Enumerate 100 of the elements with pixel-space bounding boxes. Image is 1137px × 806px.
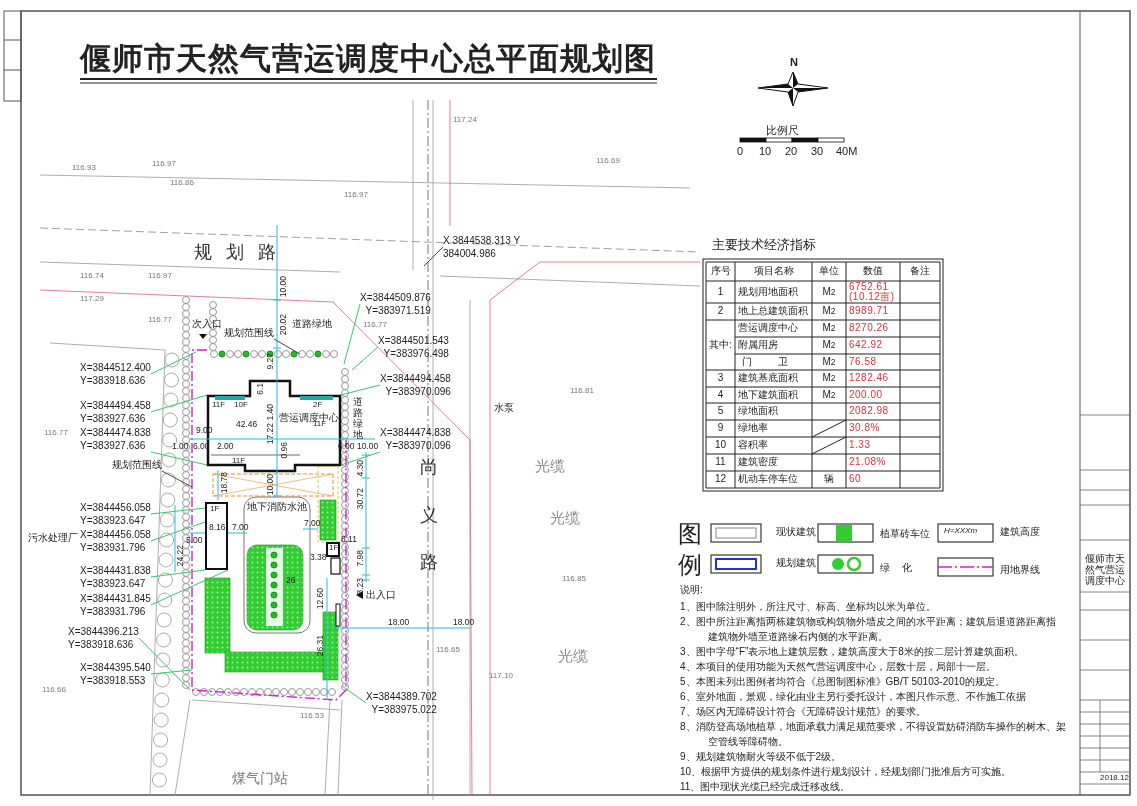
elevation-label: 117.29 [80,295,104,304]
dimension-label: 10.00 [266,474,276,496]
legend-title: 图 [678,521,702,548]
legend-title: 例 [678,552,702,579]
north-label: N [790,56,798,69]
dimension-label: 42.46 [236,420,258,430]
road-name: 义 [420,506,452,526]
cable-label: 光缆 [535,458,565,475]
legend-text: 绿化 [880,562,924,573]
area-label: 水泵 [494,402,514,413]
elevation-label: 116.97 [152,160,176,169]
leader-line [150,669,193,675]
table-cell-text: 辆 [823,472,835,487]
leader-line [340,451,381,466]
dimension-label: 20.02 [279,314,289,336]
note-text: 1、图中除注明外，所注尺寸、标高、坐标均以米为单位。 [680,600,936,614]
leader-line [343,303,361,365]
dimension-label: 18.00 [388,618,410,628]
floor-label: 1F [329,544,339,553]
coordinate-label: X=3844494.458 Y=383927.636 [80,399,151,425]
dimension-label: 10.00 [357,442,379,452]
coordinate-label: X=3844501.543 Y=383976.498 [378,334,449,360]
table-cell-text: 机动车停车位 [737,472,799,487]
leader-line [161,470,193,488]
note-text: 9、规划建筑物耐火等级不低于2级。 [680,750,842,764]
leader-line [423,246,444,267]
leader-line [150,569,229,606]
area-label: 地下消防水池 [247,501,307,512]
table-title: 主要技术经济指标 [712,238,816,253]
cable-label: 光缆 [550,510,580,527]
cable-label: 光缆 [558,648,588,665]
table-header: 项目名称 [752,264,795,279]
legend-text: 现状建筑 [776,526,816,537]
floor-label: 1F [210,505,220,514]
dimension-label: 0.96 [280,442,290,459]
coordinate-label: X=3844456.058 Y=383923.647 [80,501,151,527]
elevation-label: 116.53 [300,712,324,721]
leader-line [351,346,379,371]
table-header: 数值 [862,264,884,279]
boundary-label: 规划范围线 [224,326,274,339]
leader-line [273,338,301,355]
floor-label: 11F [313,420,327,429]
elevation-label: 117.24 [453,116,477,125]
elevation-label: 116.86 [170,179,194,188]
table-cell-text: 11 [714,455,727,470]
elevation-label: 116.97 [148,272,172,281]
value-cell-text: 1282.46 [848,371,890,386]
road-name: 规划路 [194,243,290,263]
boundary-label: 规划范围线 [112,458,162,471]
table-cell-text: 建筑基底面积 [737,371,799,386]
table-header: 备注 [909,264,931,279]
coordinate-label: X=3844389.702 Y=383975.022 [366,690,437,716]
elevation-label: 116.93 [72,164,96,173]
dimension-label: 1.40 [266,404,276,421]
elevation-label: 116.85 [562,575,586,584]
notes-heading: 说明: [680,584,703,595]
table-cell-text: 营运调度中心 [737,321,799,336]
area-label: 污水处理厂 [28,532,78,543]
table-cell-text: 10 [713,438,728,453]
table-cell-text: 地下建筑面积 [737,388,799,402]
table-cell-text: 12 [713,472,728,487]
dimension-label: 9.27 [266,353,276,370]
scale-label: 比例尺 [766,124,799,137]
note-text: 4、本项目的使用功能为天然气营运调度中心，层数十层，局部十一层。 [680,660,996,674]
coordinate-label: X=3844395.540 Y=383918.553 [80,661,151,687]
dimension-label: 2.00 [217,442,234,452]
road-name: 尚 [420,458,452,478]
value-cell-text: 8270.26 [848,321,890,336]
leader-line [341,685,367,704]
elevation-label: 116.81 [570,387,594,396]
dimension-label: 8.11 [341,535,357,545]
note-text: 5、本图未列出图例者均符合《总图制图标准》GB/T 50103-2010的规定。 [680,675,1005,689]
table-cell-text: 门卫 [741,355,811,369]
scale-label: 20 [785,145,798,158]
leader-line [340,384,381,396]
area-label: 道路绿地 [292,318,332,329]
value-cell-text: 21.08% [848,455,887,470]
building-name: 营运调度中心 [279,412,339,423]
note-text: 11、图中现状光缆已经完成迁移改线。 [680,780,851,794]
value-cell-text: 8989.71 [848,304,890,319]
table-cell-text: 4 [716,388,725,402]
scale-label: 0 [737,145,744,158]
date-label: 2018.12 [1100,774,1129,783]
area-label: 道路绿地 [353,396,363,440]
road-name: 路 [420,553,452,573]
dimension-label: 4.30 [356,460,366,477]
leader-line [150,569,206,578]
dimension-label: 26 [286,576,296,586]
value-cell-text: 200.00 [848,388,884,402]
table-cell-text: 容积率 [737,438,769,453]
leader-line [150,521,206,542]
table-cell-text: 规划用地面积 [737,284,799,299]
value-cell-text: 60 [848,472,863,487]
legend-text: 规划建筑 [776,557,816,568]
dimension-label: 30.72 [356,488,366,510]
note-text: 6、室外地面，景观，绿化由业主另行委托设计，本图只作示意、不作施工依据 [680,690,1026,704]
elevation-label: 116.77 [363,321,387,330]
dimension-label: 10.00 [279,276,289,298]
dimension-label: 1.00 [172,442,189,452]
floor-label: 10F [234,401,248,410]
